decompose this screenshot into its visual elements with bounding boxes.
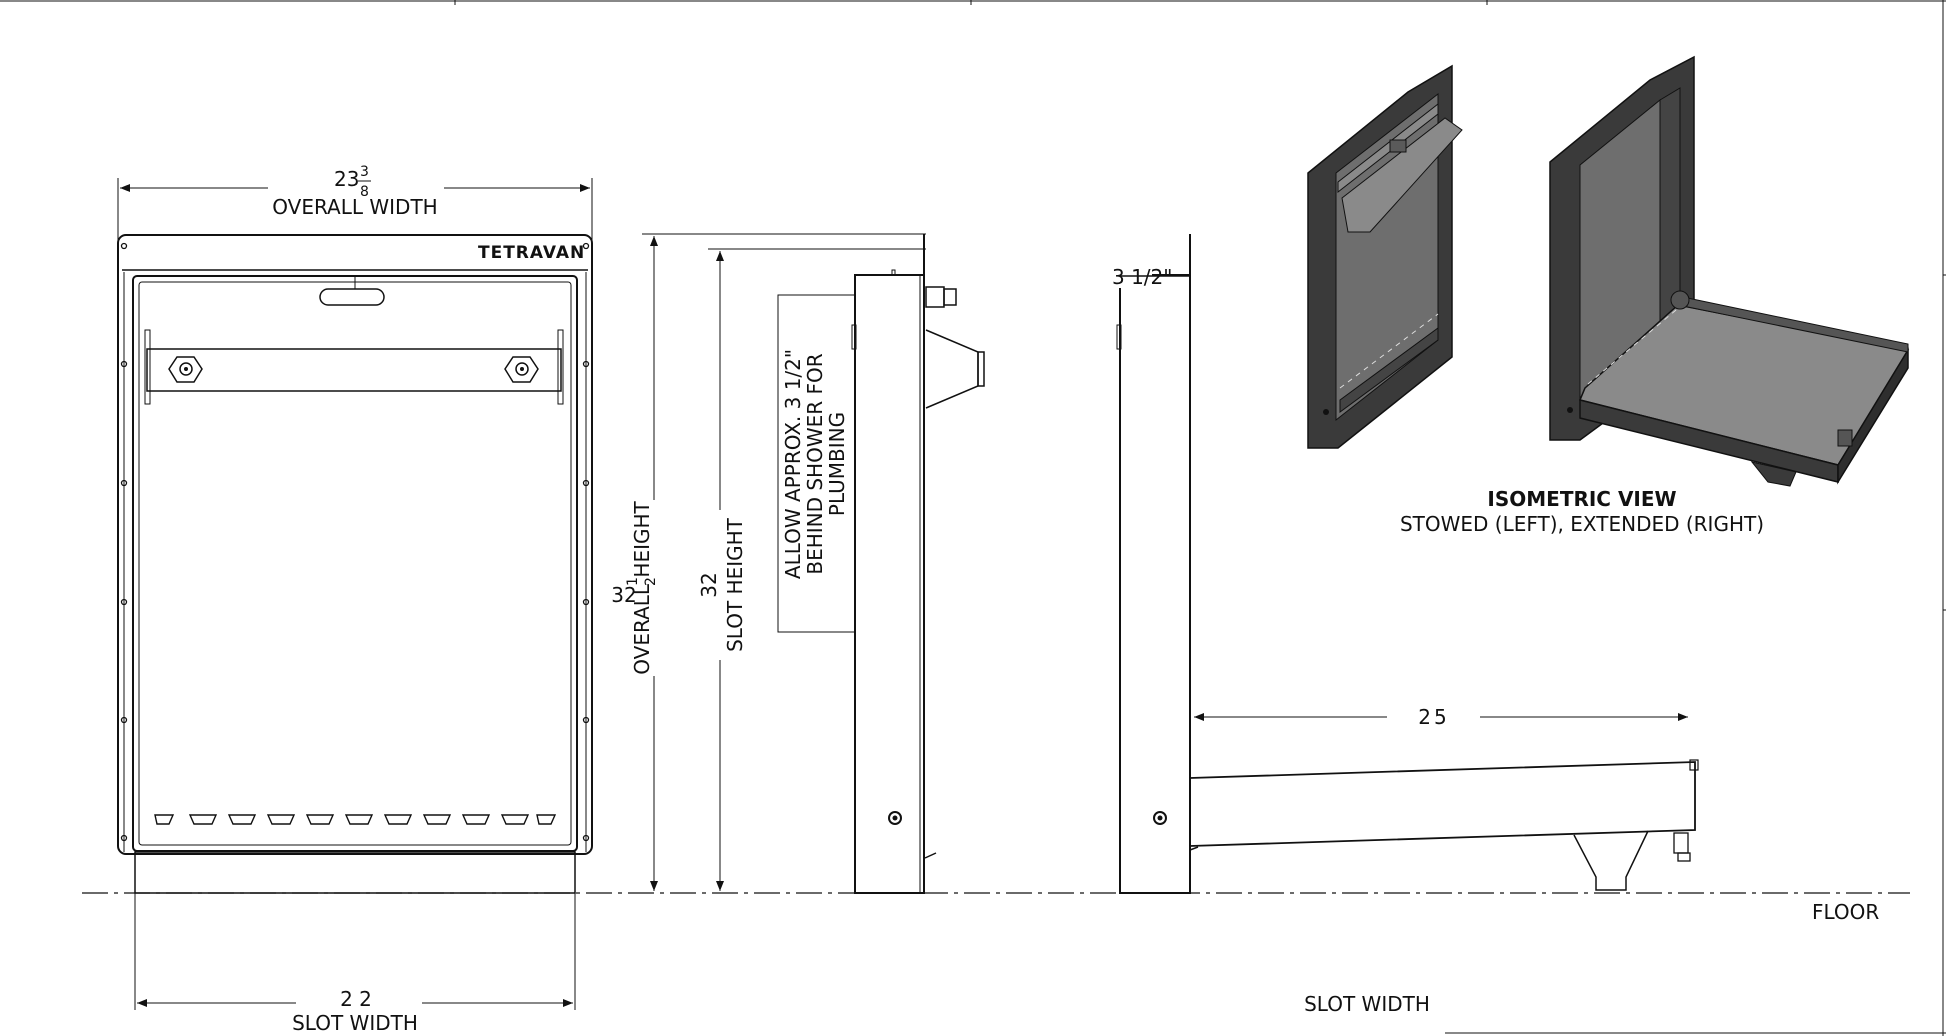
- extended-knob: [1153, 811, 1167, 825]
- slot-height-label: SLOT HEIGHT: [723, 517, 747, 652]
- overall-height-denominator: 2: [643, 577, 659, 586]
- side-body: [854, 274, 925, 894]
- overall-width-whole: 23: [334, 167, 359, 191]
- depth-label: 3 1/2": [1112, 265, 1172, 289]
- plumbing-note-bracket: [777, 294, 855, 633]
- extended-slot-width-label: SLOT WIDTH: [1304, 992, 1430, 1016]
- cross-bar: [146, 348, 562, 392]
- floor-label: FLOOR: [1812, 900, 1879, 924]
- extended-body: [1119, 274, 1191, 894]
- overall-height-label: OVERALL HEIGHT: [630, 500, 654, 674]
- overall-width-numerator: 3: [360, 164, 369, 180]
- side-knob: [888, 811, 902, 825]
- extended-tray: [1189, 761, 1696, 847]
- isometric-subtitle: STOWED (LEFT), EXTENDED (RIGHT): [1400, 512, 1764, 536]
- mounting-holes: [120, 242, 590, 842]
- overall-height-numerator: 1: [625, 577, 641, 586]
- front-base: [134, 851, 576, 894]
- front-view: 23 3 8 OVERALL WIDTH TETRAVAN: [117, 164, 593, 1035]
- bolt-left: [168, 356, 203, 383]
- latch-handle: [319, 288, 385, 306]
- side-view-stowed: OVERALL HEIGHT 32 1 2 32 SLOT HEIGHT ALL…: [611, 233, 985, 894]
- overall-width-label: OVERALL WIDTH: [272, 195, 437, 219]
- overall-width-denominator: 8: [360, 184, 369, 200]
- slot-width-label: SLOT WIDTH: [292, 1011, 418, 1035]
- side-view-extended: 3 1/2" 25 SLOT WIDTH: [1112, 234, 1699, 1016]
- slot-width-value: 2 2: [340, 987, 372, 1011]
- drain-slots: [154, 814, 557, 825]
- drain-funnel: [925, 329, 979, 409]
- plumbing-fitting: [925, 286, 945, 308]
- bolt-right: [504, 356, 539, 383]
- isometric-stowed: [1307, 64, 1463, 449]
- overall-height-whole: 32: [611, 583, 636, 607]
- plumbing-note-line2: BEHIND SHOWER FOR: [803, 353, 827, 574]
- extension-value: 25: [1418, 705, 1449, 729]
- slot-height-value: 32: [697, 572, 721, 597]
- isometric-extended: [1549, 55, 1910, 487]
- front-outer-frame: [117, 234, 593, 855]
- plumbing-note-line1: ALLOW APPROX. 3 1/2": [781, 349, 805, 579]
- extended-drain-funnel: [1573, 830, 1649, 891]
- tetravan-logo: TETRAVAN: [478, 243, 585, 263]
- plumbing-note-line3: PLUMBING: [825, 412, 849, 516]
- isometric-title: ISOMETRIC VIEW: [1487, 487, 1676, 511]
